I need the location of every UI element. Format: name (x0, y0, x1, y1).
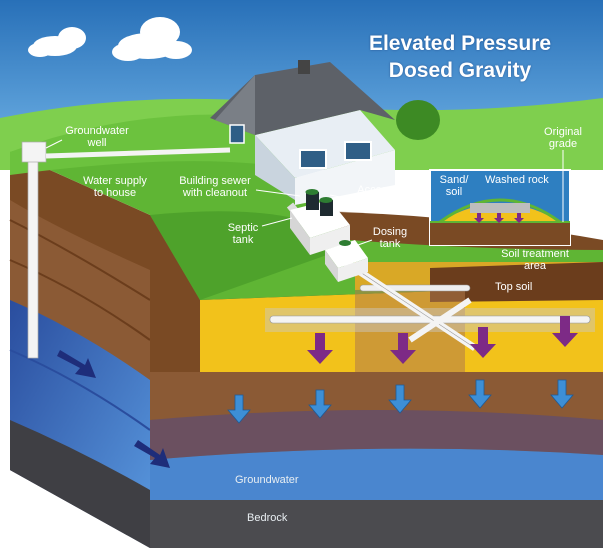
label-dosing-tank: Dosing tank (365, 226, 415, 250)
well-casing (28, 148, 38, 358)
label-groundwater: Groundwater (235, 474, 299, 486)
well-head (22, 142, 46, 162)
label-bedrock: Bedrock (247, 512, 287, 524)
label-washed-rock: Washed rock (485, 174, 549, 186)
title-line-2: Dosed Gravity (340, 57, 580, 84)
groundwater-front (150, 449, 603, 500)
label-access-risers: Access risers (345, 184, 405, 208)
label-building-sewer: Building sewer with cleanout (170, 175, 260, 199)
tree (396, 100, 440, 140)
dosing-riser (339, 240, 351, 246)
window-1 (300, 150, 326, 168)
title-line-1: Elevated Pressure (340, 30, 580, 57)
diagram-title: Elevated Pressure Dosed Gravity (340, 30, 580, 84)
window-3 (230, 125, 244, 143)
label-top-soil: Top soil (495, 281, 532, 293)
window-2 (345, 142, 371, 160)
label-groundwater-well: Groundwater well (62, 125, 132, 149)
label-septic-tank: Septic tank (218, 222, 268, 246)
label-soil-treatment-area: Soil treatment area (490, 248, 580, 272)
label-sand-soil: Sand/ soil (432, 174, 476, 198)
label-original-grade: Original grade (528, 126, 598, 150)
label-water-supply: Water supply to house (75, 175, 155, 199)
bedrock-front (150, 500, 603, 548)
